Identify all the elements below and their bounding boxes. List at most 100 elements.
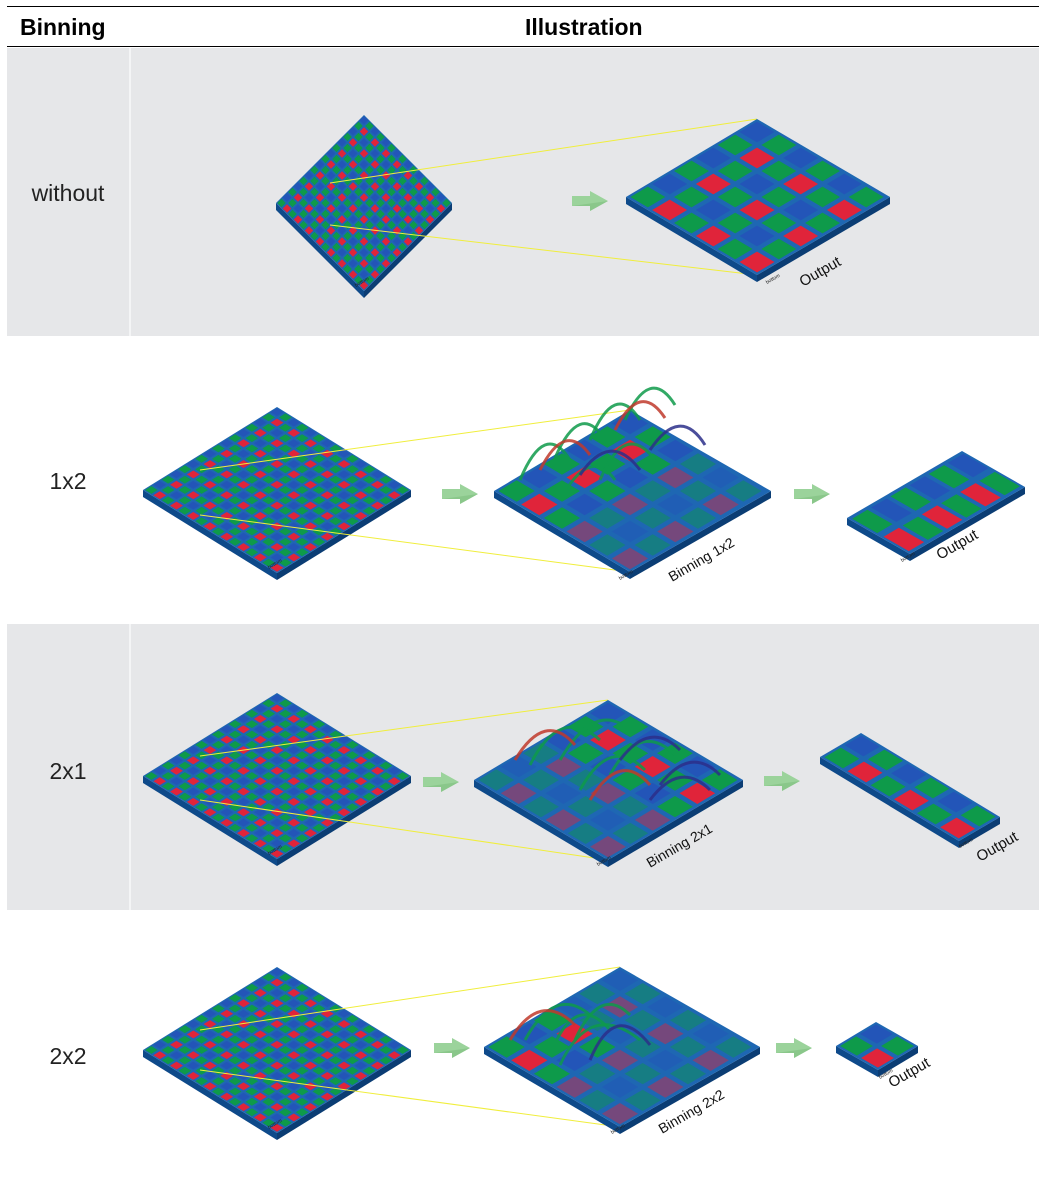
pixel-cell — [295, 1066, 309, 1075]
pixel-cell — [262, 475, 275, 484]
pixel-cell — [348, 149, 358, 158]
pixel-cell — [203, 735, 217, 744]
board-side-right — [608, 780, 743, 867]
pixel-cell — [203, 766, 217, 775]
pixel-cell — [679, 453, 717, 475]
pixel-cell — [203, 1009, 217, 1018]
pixel-cell — [521, 466, 558, 489]
output-board-2x2 — [836, 1022, 918, 1077]
pixel-cell — [381, 226, 391, 235]
pixel-cell — [376, 209, 385, 219]
pixel-cell — [312, 1025, 326, 1034]
pixel-cell — [376, 253, 385, 263]
pixel-cell — [277, 198, 286, 208]
pixel-cell — [161, 772, 175, 780]
pixel-cell — [262, 792, 275, 801]
pixel-cell — [228, 537, 242, 546]
pixel-cell — [332, 176, 341, 186]
pixel-cell — [237, 491, 250, 500]
pixel-cell — [195, 506, 208, 515]
pixel-cell — [237, 787, 250, 796]
pixel-cell — [805, 186, 840, 208]
pixel-cell — [403, 182, 413, 191]
pixel-cell — [398, 187, 407, 197]
pixel-cell — [279, 1097, 292, 1106]
pixel-cell — [304, 766, 317, 775]
pixel-cell — [203, 1020, 217, 1028]
pixel-cell — [186, 1030, 200, 1039]
pixel-cell — [270, 989, 284, 997]
pixel-cell — [346, 1066, 359, 1075]
pixel-cell — [902, 516, 944, 540]
pixel-cell — [717, 238, 753, 260]
pixel-cell — [245, 994, 259, 1003]
pixel-cell — [425, 215, 435, 224]
pixel-cell — [253, 999, 267, 1008]
pixel-cell — [270, 1061, 284, 1070]
pixel-cell — [245, 537, 259, 546]
pixel-cell — [170, 756, 183, 765]
pixel-cell — [304, 808, 317, 817]
pixel-cell — [295, 537, 309, 546]
pixel-cell — [695, 173, 731, 195]
pixel-cell — [262, 486, 275, 494]
pixel-cell — [212, 730, 225, 739]
pixel-cell — [601, 969, 639, 991]
pixel-cell — [348, 127, 358, 136]
pixel-cell — [228, 751, 242, 760]
binning-arc — [528, 725, 601, 766]
pixel-cell — [414, 204, 424, 213]
pixel-cell — [329, 792, 342, 801]
pixel-cell — [657, 520, 694, 543]
pixel-cell — [329, 527, 342, 536]
binning-arc — [558, 1023, 641, 1066]
pixel-cell — [245, 434, 259, 443]
pixel-cell — [270, 766, 284, 775]
pixel-cell — [262, 1118, 275, 1127]
pixel-cell — [329, 1087, 342, 1096]
board-top — [836, 1022, 918, 1070]
pixel-cell — [203, 491, 217, 500]
pixel-cell — [178, 496, 192, 505]
pixel-cell — [295, 792, 309, 801]
pixel-cell — [312, 1014, 326, 1023]
pixel-cell — [392, 160, 402, 169]
pixel-cell — [220, 1092, 234, 1101]
pixel-cell — [826, 173, 862, 195]
pixel-cell — [212, 1014, 225, 1023]
pixel-cell — [320, 999, 334, 1008]
pixel-cell — [295, 434, 309, 443]
pixel-cell — [228, 1035, 242, 1044]
pixel-cell — [178, 772, 192, 780]
binning-arc — [578, 449, 642, 476]
pixel-cell — [403, 204, 413, 213]
pixel-cell — [262, 1066, 275, 1075]
pixel-cell — [245, 709, 259, 718]
pixel-cell — [270, 798, 284, 806]
pixel-cell — [295, 506, 309, 515]
pixel-cell — [293, 215, 303, 224]
pixel-cell — [186, 1020, 200, 1028]
pixel-cell — [161, 1046, 175, 1054]
pixel-cell — [253, 470, 267, 479]
pixel-cell — [346, 475, 359, 484]
pixel-cell — [844, 735, 880, 757]
pixel-cell — [279, 994, 292, 1003]
pixel-cell — [359, 226, 369, 235]
pixel-cell — [228, 496, 242, 505]
pixel-cell — [220, 1082, 234, 1091]
pixel-cell — [195, 1056, 208, 1065]
pixel-cell — [262, 496, 275, 505]
binning-arc — [608, 739, 677, 776]
pixel-cell — [326, 160, 336, 169]
pixel-cell — [941, 494, 982, 518]
pixel-cell — [321, 176, 330, 186]
pixel-cell — [304, 1103, 317, 1111]
pixel-cell — [579, 983, 616, 1005]
pixel-cell — [270, 449, 284, 458]
pixel-cell — [674, 186, 709, 208]
pixel-cell — [253, 491, 267, 500]
pixel-cell — [220, 1030, 234, 1039]
pixel-cell — [279, 1108, 292, 1117]
pixel-cell — [533, 1063, 571, 1085]
